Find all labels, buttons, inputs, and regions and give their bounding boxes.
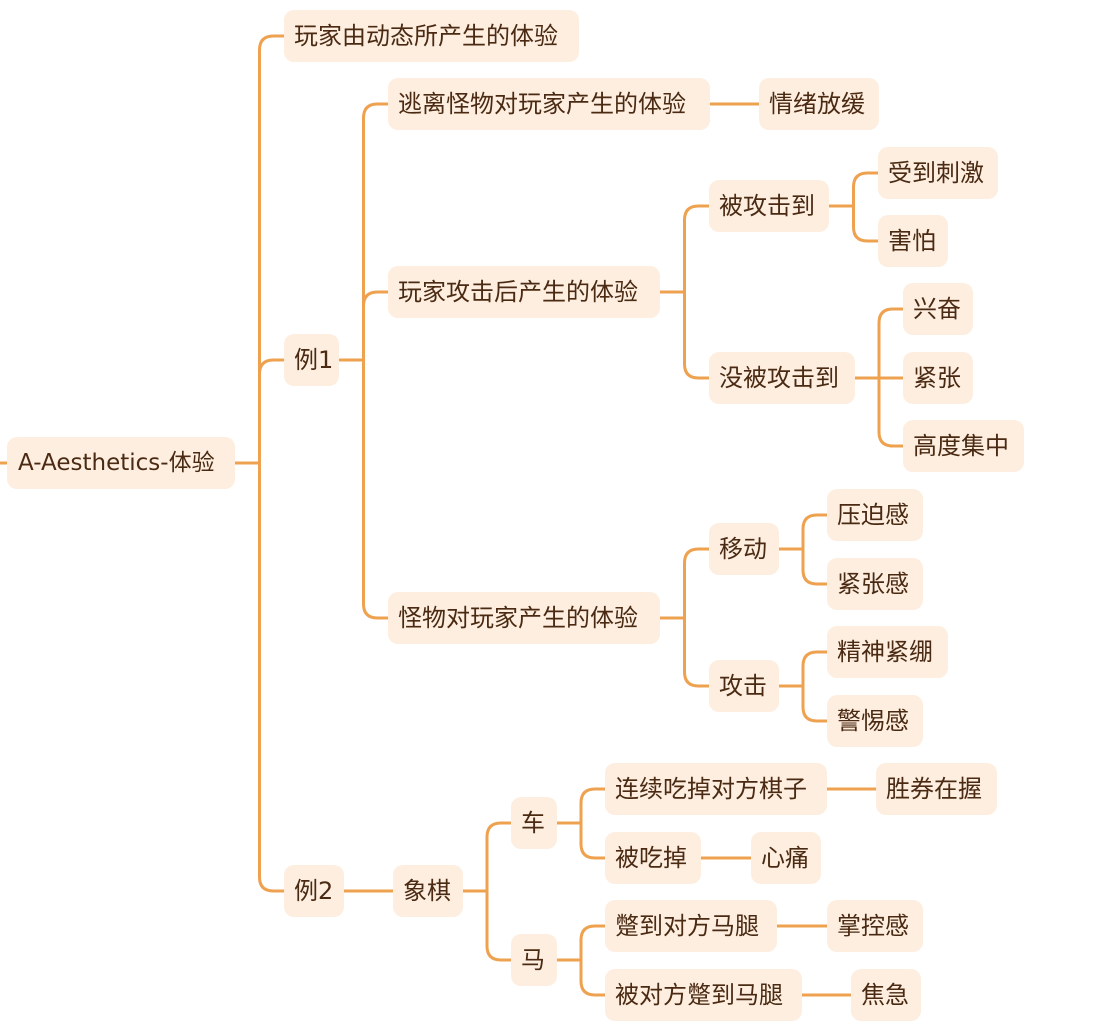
connector-root-1-2 xyxy=(337,358,390,620)
connector-root-0 xyxy=(233,34,286,465)
connector-root-2-0-1-1 xyxy=(555,958,607,997)
topic-node-root-1-2-0-1[interactable]: 紧张感 xyxy=(827,558,923,610)
root-node[interactable]: A-Aesthetics-体验 xyxy=(7,437,235,489)
topic-node-root-2-0-0-0[interactable]: 连续吃掉对方棋子 xyxy=(605,763,827,815)
connector-root-1-1-1-2 xyxy=(853,376,905,448)
topic-node-root-2-0-1[interactable]: 马 xyxy=(511,934,557,986)
connector-root-1-1-1-0 xyxy=(853,307,905,380)
topic-node-root-1-0[interactable]: 逃离怪物对玩家产生的体验 xyxy=(388,78,710,130)
topic-node-root-2-0-0-1[interactable]: 被吃掉 xyxy=(605,832,701,884)
connector-root-1-1-0 xyxy=(658,204,711,294)
topic-node-root-1-1-1-2[interactable]: 高度集中 xyxy=(903,420,1024,472)
topic-node-root-1-1-1[interactable]: 没被攻击到 xyxy=(709,352,855,404)
connector-root-1-1 xyxy=(337,290,390,362)
connector-root-2-0-1 xyxy=(461,889,513,962)
topic-node-root-1-2-0-0[interactable]: 压迫感 xyxy=(827,489,923,541)
connector-root-1-0 xyxy=(337,102,390,362)
connector-root-1-2-0-0 xyxy=(777,513,829,551)
connector-root-1-2-0-1 xyxy=(777,547,829,586)
topic-node-root-2-0[interactable]: 象棋 xyxy=(393,865,463,917)
connector-root-1-1-1 xyxy=(658,290,711,380)
topic-node-root-1-0-0[interactable]: 情绪放缓 xyxy=(759,78,879,130)
connector-root-1-2-0 xyxy=(658,547,711,620)
topic-node-root-1-2-1-0[interactable]: 精神紧绷 xyxy=(827,626,948,678)
connector-root-1-2-1-1 xyxy=(777,684,829,723)
topic-node-root-1-1-1-1[interactable]: 紧张 xyxy=(903,352,973,404)
topic-node-root-1-1-1-0[interactable]: 兴奋 xyxy=(903,283,973,335)
topic-node-root-1-1-0[interactable]: 被攻击到 xyxy=(709,180,829,232)
connector-root-1 xyxy=(233,358,286,465)
topic-node-root-1-2[interactable]: 怪物对玩家产生的体验 xyxy=(388,592,660,644)
topic-node-root-2-0-0[interactable]: 车 xyxy=(511,797,557,849)
topic-node-root-1-2-1[interactable]: 攻击 xyxy=(709,660,779,712)
topic-node-root-1-2-0[interactable]: 移动 xyxy=(709,523,779,575)
connector-root-2-0-1-0 xyxy=(555,924,607,962)
topic-node-root-2-0-0-1-0[interactable]: 心痛 xyxy=(751,832,821,884)
connector-root-2 xyxy=(233,461,286,893)
topic-node-root-1-1-0-1[interactable]: 害怕 xyxy=(878,215,948,267)
topic-node-root-2-0-0-0-0[interactable]: 胜券在握 xyxy=(876,763,997,815)
connector-root-1-1-0-0 xyxy=(827,171,880,208)
topic-node-root-2[interactable]: 例2 xyxy=(284,865,344,917)
topic-node-root-1-2-1-1[interactable]: 警惕感 xyxy=(827,695,923,747)
topic-node-root-1-1[interactable]: 玩家攻击后产生的体验 xyxy=(388,266,660,318)
topic-node-root-1[interactable]: 例1 xyxy=(284,334,339,386)
connector-root-1-1-0-1 xyxy=(827,204,880,243)
connector-root-2-0-0 xyxy=(461,821,513,893)
connector-root-1-2-1-0 xyxy=(777,650,829,688)
connector-root-2-0-0-0 xyxy=(555,787,607,825)
topic-node-root-2-0-1-0-0[interactable]: 掌控感 xyxy=(827,900,923,952)
topic-node-root-2-0-1-0[interactable]: 蹩到对方马腿 xyxy=(605,900,777,952)
topic-node-root-1-1-0-0[interactable]: 受到刺激 xyxy=(878,147,998,199)
topic-node-root-0[interactable]: 玩家由动态所产生的体验 xyxy=(284,10,579,62)
topic-node-root-2-0-1-1-0[interactable]: 焦急 xyxy=(851,969,921,1021)
connector-root-1-2-1 xyxy=(658,616,711,688)
topic-node-root-2-0-1-1[interactable]: 被对方蹩到马腿 xyxy=(605,969,802,1021)
connector-root-2-0-0-1 xyxy=(555,821,607,860)
